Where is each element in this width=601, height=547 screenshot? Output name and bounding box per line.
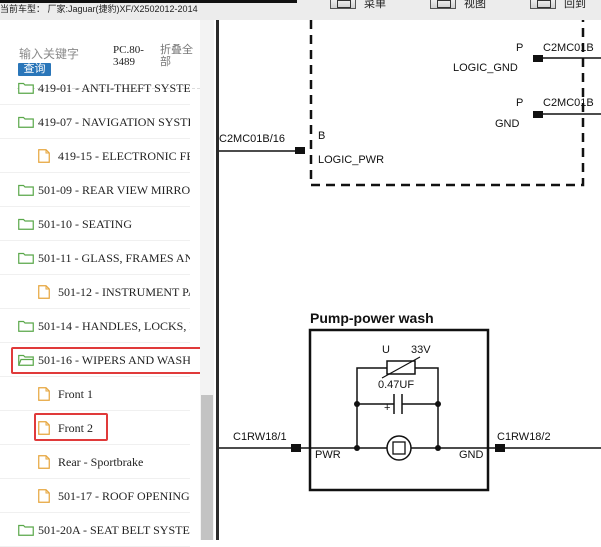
component-box <box>308 328 490 492</box>
connector-label: C2MC01B <box>543 97 594 109</box>
junction-dot <box>435 401 441 407</box>
connector-label: C2MC01B/16 <box>219 133 285 145</box>
folder-icon <box>18 218 34 230</box>
module-boundary <box>309 20 585 187</box>
tree-item[interactable]: Front 2 <box>0 411 190 445</box>
tree-item[interactable]: Rear - Sportbrake <box>0 445 190 479</box>
connector-pin <box>533 111 543 118</box>
tree-item-label: 501-09 - REAR VIEW MIRRORS <box>38 183 190 197</box>
connector-label: C2MC01B <box>543 42 594 54</box>
highlight-box <box>34 413 108 441</box>
connector-pin <box>533 55 543 62</box>
file-icon <box>38 387 50 401</box>
collapse-all-button[interactable]: 折叠全部 <box>160 44 193 68</box>
folder-icon <box>18 82 34 94</box>
tree-item-label: 501-20A - SEAT BELT SYSTEMS <box>38 523 190 537</box>
file-icon <box>38 455 50 469</box>
tree-item-label: Rear - Sportbrake <box>58 455 144 469</box>
highlight-box <box>11 347 210 374</box>
signal-label: LOGIC_PWR <box>318 154 384 166</box>
tree-item-label: 419-01 - ANTI-THEFT SYSTEM <box>38 81 190 95</box>
sidebar-scroll-thumb[interactable] <box>201 395 213 540</box>
varistor-voltage: 33V <box>411 344 431 356</box>
back-label: 回到 <box>564 0 586 10</box>
wiring-diagram: P LOGIC_GND C2MC01B P GND C2MC01B C2MC01… <box>219 20 601 540</box>
tree-item-label: 419-07 - NAVIGATION SYSTEM <box>38 115 190 129</box>
connector-pin <box>295 147 305 154</box>
pin-label: PWR <box>315 449 341 461</box>
back-icon <box>530 0 556 9</box>
capacitor-polarity: + <box>384 402 390 414</box>
tree-item[interactable]: 419-07 - NAVIGATION SYSTEM <box>0 105 190 139</box>
tree-item-label: 501-17 - ROOF OPENING PANEL <box>58 489 190 503</box>
tree-item[interactable]: 501-16 - WIPERS AND WASHERS <box>0 343 190 377</box>
tree-item[interactable]: 501-10 - SEATING <box>0 207 190 241</box>
folder-icon <box>18 320 34 332</box>
tree-item-label: 501-14 - HANDLES, LOCKS, LATCHES <box>38 319 190 333</box>
tree-item[interactable]: 501-14 - HANDLES, LOCKS, LATCHES <box>0 309 190 343</box>
sidebar: 查询 PC.80-3489 折叠全部 419-01 - ANTI-THEFT S… <box>0 20 216 547</box>
junction-dot <box>435 445 441 451</box>
tree-item[interactable]: 419-01 - ANTI-THEFT SYSTEM <box>0 71 190 105</box>
junction-dot <box>354 401 360 407</box>
tree-item-label: 419-15 - ELECTRONIC FEATURE GROUP <box>58 149 190 163</box>
folder-icon <box>18 252 34 264</box>
folder-icon <box>18 116 34 128</box>
tree-item-label: 501-16 - WIPERS AND WASHERS <box>38 353 190 367</box>
capacitor-value: 0.47UF <box>378 379 414 391</box>
motor-armature <box>392 441 406 455</box>
tree-item[interactable]: 501-11 - GLASS, FRAMES AND MECHANISMS <box>0 241 190 275</box>
tree-item[interactable]: 501-20A - SEAT BELT SYSTEMS <box>0 513 190 547</box>
title-bar: 当前车型： 厂家:Jaguar(捷豹)XF/X2502012-2014 菜单 视… <box>0 0 601 21</box>
search-input[interactable] <box>19 47 109 61</box>
divider <box>17 88 200 89</box>
view-label: 视图 <box>464 0 486 10</box>
junction-dot <box>354 445 360 451</box>
circuit-wire <box>356 367 387 448</box>
tree-item-label: Front 1 <box>58 387 94 401</box>
file-icon <box>38 421 50 435</box>
motor-symbol <box>386 435 412 461</box>
menu-label: 菜单 <box>364 0 386 10</box>
tree-item[interactable]: 419-15 - ELECTRONIC FEATURE GROUP <box>0 139 190 173</box>
diagram-canvas: P LOGIC_GND C2MC01B P GND C2MC01B C2MC01… <box>219 20 601 492</box>
connector-pin <box>291 444 301 452</box>
signal-label: GND <box>495 118 520 130</box>
tree-item[interactable]: 501-12 - INSTRUMENT PANEL AND CONSOLE <box>0 275 190 309</box>
varistor-slash <box>381 356 421 379</box>
pin-label: P <box>516 42 523 54</box>
file-icon <box>38 489 50 503</box>
tree-item-label: 501-12 - INSTRUMENT PANEL AND CONSOLE <box>58 285 190 299</box>
tree-item-label: 501-11 - GLASS, FRAMES AND MECHANISMS <box>38 251 190 265</box>
file-icon <box>38 149 50 163</box>
file-icon <box>38 285 50 299</box>
panel-splitter[interactable] <box>216 20 219 540</box>
folder-icon <box>18 184 34 196</box>
signal-label: LOGIC_GND <box>453 62 518 74</box>
circuit-wire <box>415 367 439 448</box>
tree-item[interactable]: 501-09 - REAR VIEW MIRRORS <box>0 173 190 207</box>
tree-item[interactable]: 501-17 - ROOF OPENING PANEL <box>0 479 190 513</box>
varistor-label: U <box>382 344 390 356</box>
pin-label: P <box>516 97 523 109</box>
connector-pin <box>495 444 505 452</box>
tree-item-label: 501-10 - SEATING <box>38 217 132 231</box>
menu-icon <box>330 0 356 9</box>
connector-label: C1RW18/1 <box>233 431 287 443</box>
folder-open-icon <box>18 354 34 366</box>
tree-item[interactable]: Front 1 <box>0 377 190 411</box>
connector-label: C1RW18/2 <box>497 431 551 443</box>
pin-label: GND <box>459 449 484 461</box>
search-button[interactable]: 查询 <box>18 63 51 76</box>
pc-code: PC.80-3489 <box>113 44 144 68</box>
tree-item-label: Front 2 <box>58 421 94 435</box>
pin-label: B <box>318 130 325 142</box>
component-title: Pump-power wash <box>310 310 434 326</box>
view-icon <box>430 0 456 9</box>
title-bar-strip <box>0 0 297 3</box>
folder-icon <box>18 524 34 536</box>
window-title: 当前车型： 厂家:Jaguar(捷豹)XF/X2502012-2014 <box>0 4 198 14</box>
